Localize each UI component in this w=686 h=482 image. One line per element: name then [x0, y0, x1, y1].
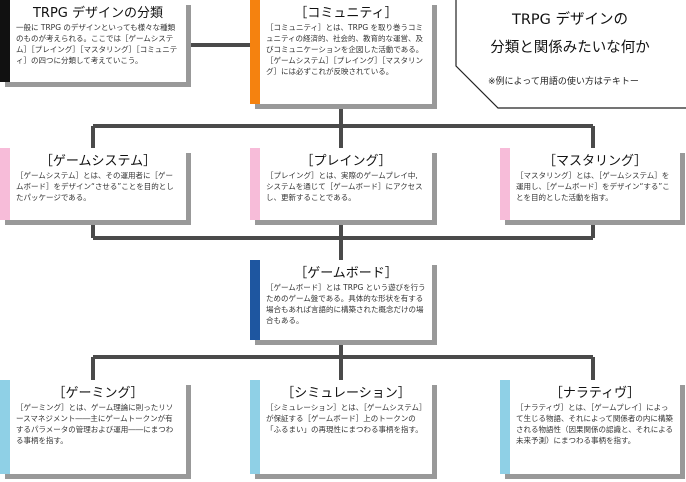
game-system-accent-bar [0, 148, 10, 220]
game-system-box: ［ゲームシステム］ ［ゲームシステム］とは、その運用者に［ゲームボード］をデザイ… [0, 148, 186, 220]
community-box: ［コミュニティ］ ［コミュニティ］とは、TRPG を取り巻うコミュニティの経済的… [250, 0, 432, 104]
info-frame [455, 0, 686, 109]
community-title: ［コミュニティ］ [294, 6, 398, 21]
mastering-accent-bar [500, 148, 510, 220]
gameboard-title: ［ゲームボード］ [294, 266, 398, 281]
gaming-title: ［ゲーミング］ [52, 386, 144, 401]
intro-box: TRPG デザインの分類 一般に TRPG のデザインといっても様々な種類のもの… [0, 0, 186, 82]
narrative-accent-bar [500, 380, 510, 474]
gaming-accent-bar [0, 380, 10, 474]
simulation-title: ［シミュレーション］ [281, 386, 411, 401]
playing-box: ［プレイング］ ［プレイング］とは、実際のゲームプレイ中, システムを通じて［ゲ… [250, 148, 432, 220]
playing-body: ［プレイング］とは、実際のゲームプレイ中, システムを通じて［ゲームボード］にア… [266, 171, 423, 202]
gameboard-accent-bar [250, 260, 260, 340]
simulation-box: ［シミュレーション］ ［シミュレーション］とは、［ゲームシステム］が保証する［ゲ… [250, 380, 432, 474]
intro-body: 一般に TRPG のデザインといっても様々な種類のものが考えられる。ここでは［ゲ… [16, 23, 178, 65]
info-title-line2: 分類と関係みたいな何か [490, 40, 650, 56]
playing-title: ［プレイング］ [300, 154, 392, 169]
gameboard-box: ［ゲームボード］ ［ゲームボード］とは TRPG という遊びを行うためのゲーム盤… [250, 260, 432, 340]
gaming-body: ［ゲーミング］とは、ゲーム理論に則ったリソースマネジメント――主にゲームトークン… [16, 403, 174, 445]
info-note: ※例によって用語の使い方はテキトー [488, 77, 639, 87]
intro-title: TRPG デザインの分類 [32, 6, 164, 21]
game-system-title: ［ゲームシステム］ [39, 154, 157, 169]
gaming-box: ［ゲーミング］ ［ゲーミング］とは、ゲーム理論に則ったリソースマネジメント――主… [0, 380, 186, 474]
simulation-accent-bar [250, 380, 260, 474]
narrative-body: ［ナラティヴ］とは、［ゲームプレイ］によって生じる物語、それによって関係者の内に… [516, 403, 673, 445]
simulation-body: ［シミュレーション］とは、［ゲームシステム］が保証する［ゲームボード］上のトーク… [266, 403, 423, 434]
info-title-line1: TRPG デザインの [511, 12, 629, 28]
mastering-box: ［マスタリング］ ［マスタリング］とは、［ゲームシステム］を運用し、［ゲームボー… [500, 148, 680, 220]
intro-accent-bar [0, 0, 10, 82]
community-body: ［コミュニティ］とは、TRPG を取り巻うコミュニティの経済的、社会的、教育的な… [266, 23, 424, 76]
game-system-body: ［ゲームシステム］とは、その運用者に［ゲームボード］をデザイン“させる”ことを目… [16, 171, 174, 202]
narrative-box: ［ナラティヴ］ ［ナラティヴ］とは、［ゲームプレイ］によって生じる物語、それによ… [500, 380, 680, 474]
mastering-title: ［マスタリング］ [542, 154, 647, 169]
playing-accent-bar [250, 148, 260, 220]
gameboard-body: ［ゲームボード］とは TRPG という遊びを行うためのゲーム盤である。具体的な形… [266, 283, 426, 325]
community-accent-bar [250, 0, 260, 104]
mastering-body: ［マスタリング］とは、［ゲームシステム］を運用し、［ゲームボード］をデザイン“す… [516, 171, 670, 202]
narrative-title: ［ナラティヴ］ [549, 386, 641, 401]
